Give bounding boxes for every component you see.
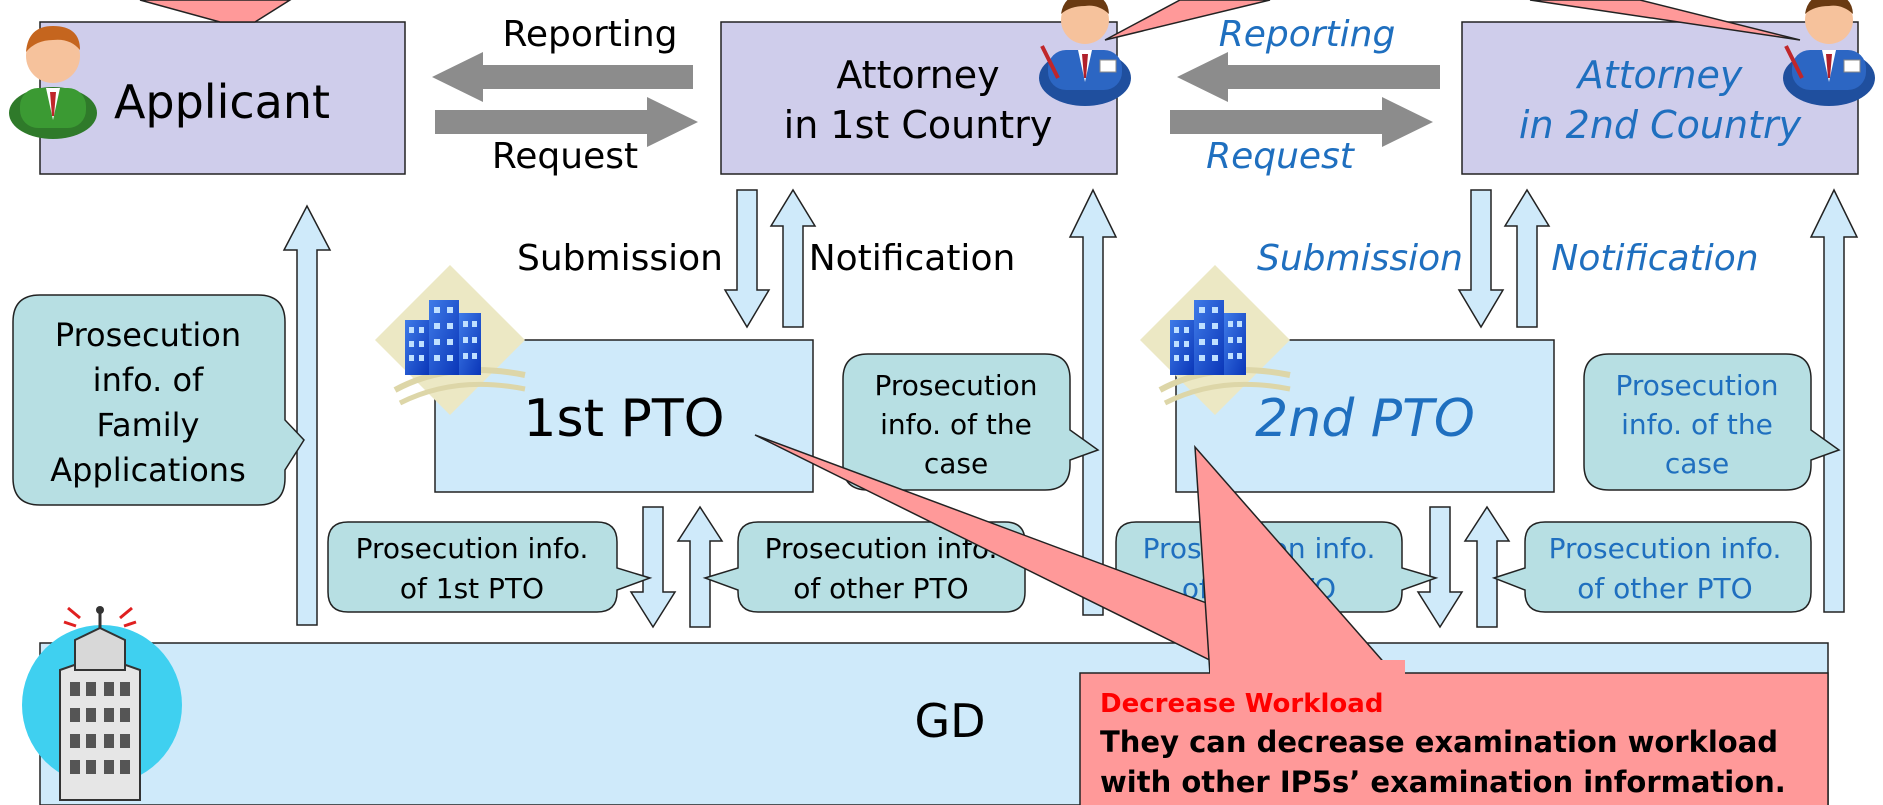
attorney2-label-line2: in 2nd Country bbox=[1519, 103, 1802, 147]
family-callout-line3: Family bbox=[97, 406, 200, 444]
pto1-label: 1st PTO bbox=[523, 389, 724, 449]
submission-label-left: Submission bbox=[517, 238, 723, 279]
attorney1-box bbox=[720, 21, 1118, 175]
reporting-arrow-left bbox=[432, 52, 693, 102]
building-icon bbox=[375, 265, 526, 415]
up-arrow-gd-to-pto2 bbox=[1463, 505, 1511, 628]
request-arrow-right bbox=[1170, 97, 1433, 147]
other-pto-right-line2: of other PTO bbox=[1577, 572, 1752, 605]
top-callout-pointer-middle bbox=[1104, 0, 1271, 41]
note-line1: They can decrease examination workload bbox=[1100, 725, 1778, 759]
office-tower-icon bbox=[22, 606, 182, 801]
other-pto-left-line2: of other PTO bbox=[793, 572, 968, 605]
submission-arrow-left bbox=[723, 189, 771, 329]
note-title: Decrease Workload bbox=[1100, 689, 1383, 719]
pto2-label: 2nd PTO bbox=[1255, 389, 1475, 449]
family-callout bbox=[12, 294, 305, 506]
other-pto-callout-right bbox=[1491, 521, 1812, 613]
request-arrow-left bbox=[435, 97, 698, 147]
case-callout-right-line1: Prosecution bbox=[1615, 369, 1778, 402]
case-callout-left-line3: case bbox=[924, 447, 988, 480]
case-callout-right bbox=[1583, 353, 1841, 491]
reporting-label-right: Reporting bbox=[1219, 14, 1396, 55]
down-arrow-pto1-to-gd bbox=[629, 506, 677, 629]
attorney-icon bbox=[1039, 0, 1131, 106]
submission-label-right: Submission bbox=[1257, 238, 1463, 279]
attorney-icon bbox=[1783, 0, 1875, 106]
other-pto-callout-left bbox=[702, 521, 1026, 613]
gd-label: GD bbox=[914, 694, 985, 748]
up-arrow-to-attorney1 bbox=[1068, 188, 1118, 616]
applicant-box bbox=[39, 21, 406, 175]
case-callout-left-line1: Prosecution bbox=[874, 369, 1037, 402]
family-callout-line4: Applications bbox=[50, 451, 245, 489]
case-callout-right-line3: case bbox=[1665, 447, 1729, 480]
notification-arrow-left bbox=[769, 188, 817, 328]
down-arrow-pto2-to-gd bbox=[1416, 506, 1464, 629]
pto1-info-callout bbox=[327, 521, 653, 613]
other-pto-left-line1: Prosecution info. bbox=[765, 532, 998, 565]
attorney1-label-line1: Attorney bbox=[836, 53, 999, 97]
reporting-arrow-right bbox=[1177, 52, 1440, 102]
attorney2-box bbox=[1461, 21, 1859, 175]
up-arrow-to-attorney2 bbox=[1809, 188, 1859, 613]
case-callout-right-line2: info. of the bbox=[1621, 408, 1773, 441]
building-icon bbox=[1140, 265, 1291, 415]
family-callout-line1: Prosecution bbox=[55, 316, 241, 354]
case-callout-left bbox=[842, 353, 1100, 491]
pto1-info-line2: of 1st PTO bbox=[400, 572, 544, 605]
other-pto-right-line1: Prosecution info. bbox=[1549, 532, 1782, 565]
applicant-label: Applicant bbox=[114, 75, 330, 129]
top-callout-pointer-right bbox=[1529, 0, 1801, 41]
request-label-right: Request bbox=[1206, 136, 1356, 177]
reporting-label-left: Reporting bbox=[502, 14, 677, 55]
note-pointer-joint bbox=[1210, 660, 1405, 680]
notification-label-right: Notification bbox=[1551, 238, 1758, 279]
top-callout-pointer-left bbox=[139, 0, 292, 23]
up-arrow-gd-to-pto1 bbox=[676, 505, 724, 628]
pto1-info-line1: Prosecution info. bbox=[356, 532, 589, 565]
case-callout-left-line2: info. of the bbox=[880, 408, 1032, 441]
attorney1-label-line2: in 1st Country bbox=[784, 103, 1053, 147]
pto1-box bbox=[434, 339, 814, 493]
notification-arrow-right bbox=[1503, 188, 1551, 328]
up-arrow-to-applicant bbox=[282, 204, 332, 626]
request-label-left: Request bbox=[492, 136, 638, 177]
family-callout-line2: info. of bbox=[93, 361, 204, 399]
note-box bbox=[1079, 672, 1829, 805]
person-icon bbox=[9, 26, 97, 139]
note-line2: with other IP5s’ examination information… bbox=[1100, 765, 1786, 799]
submission-arrow-right bbox=[1457, 189, 1505, 329]
notification-label-left: Notification bbox=[809, 238, 1016, 279]
attorney2-label-line1: Attorney bbox=[1575, 53, 1743, 97]
